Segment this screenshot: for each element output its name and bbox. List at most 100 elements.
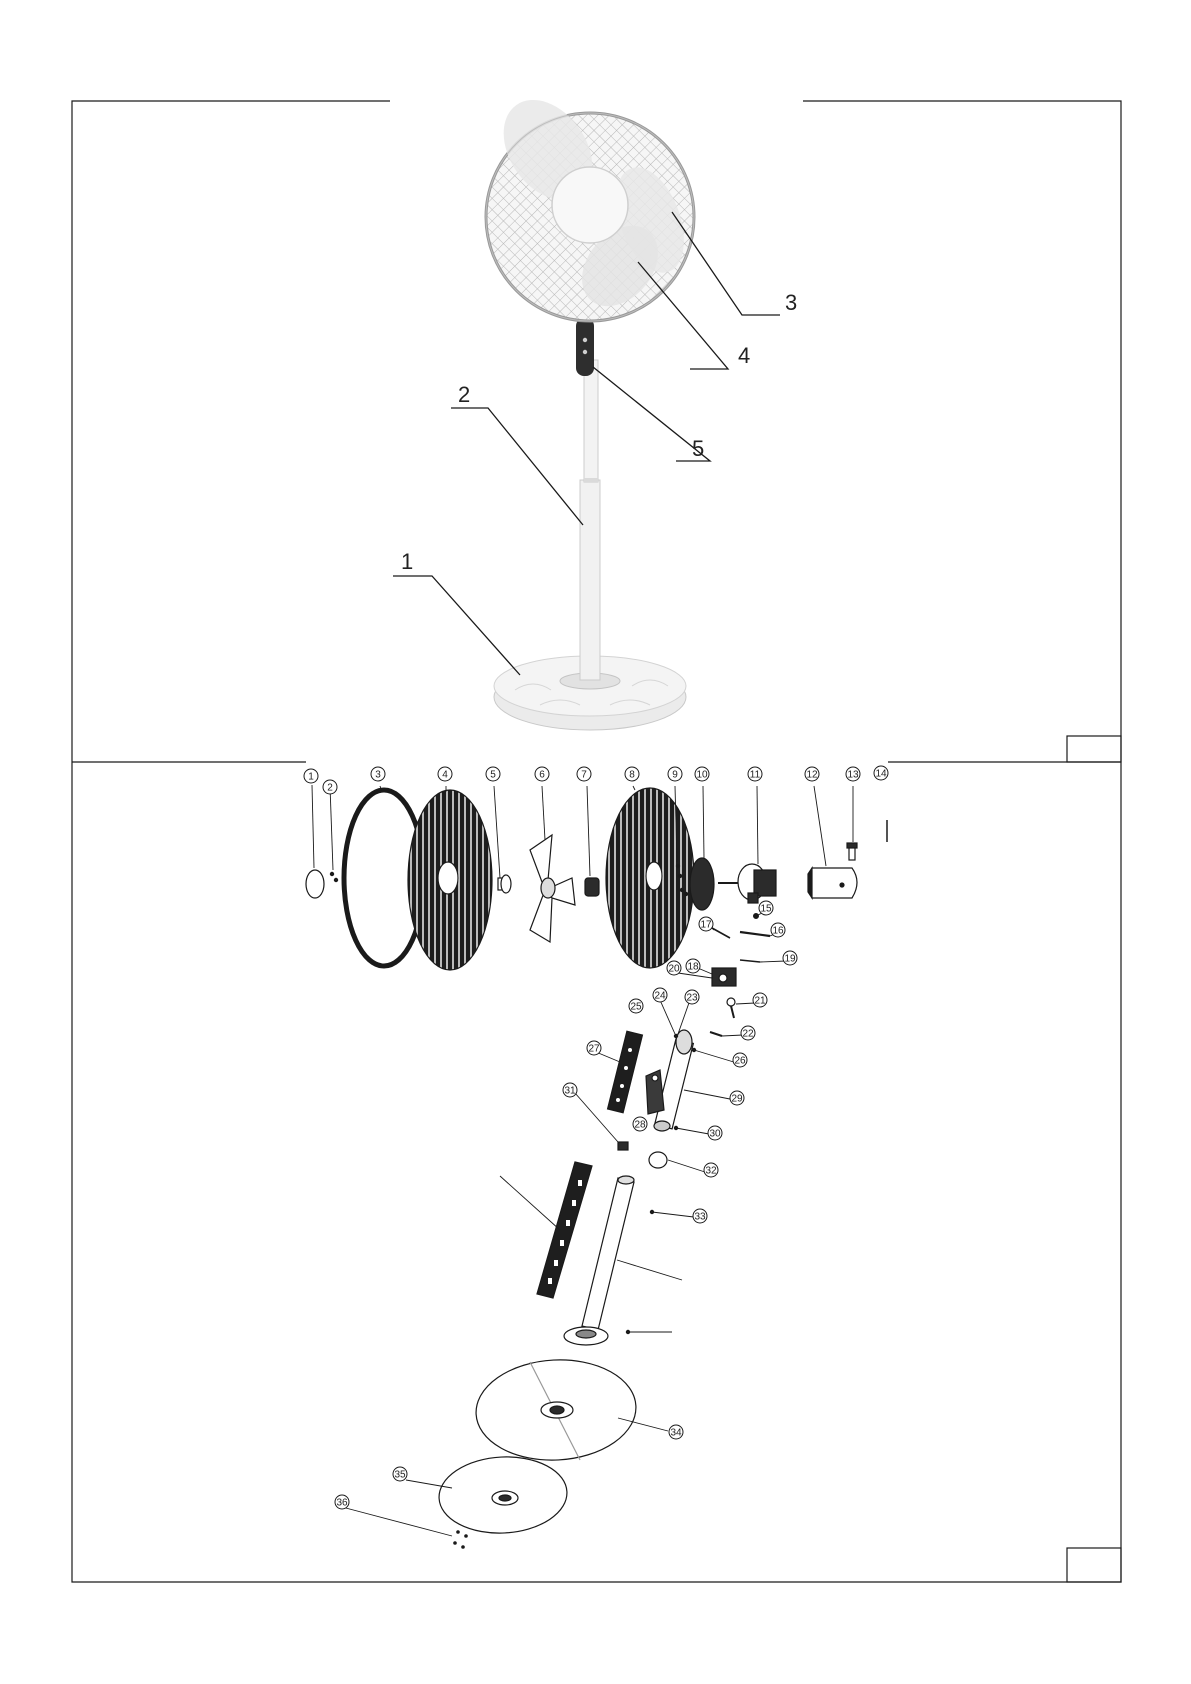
part-tag-label: 34 [670,1428,682,1439]
part-bolt-21 [727,998,735,1018]
part-tag-20: 20 [667,961,681,975]
part-tag-10: 10 [695,767,709,781]
part-tag-19: 19 [783,951,797,965]
part-16 [740,932,770,936]
part-tag-30: 30 [708,1126,722,1140]
callout-2: 2 [458,382,470,407]
part-nut [585,878,599,896]
callout-4: 4 [738,343,750,368]
part-tag-label: 7 [581,770,587,781]
part-bushing [649,1152,667,1168]
part-tag-label: 14 [875,769,887,780]
part-tag-4: 4 [438,767,452,781]
part-motor [718,864,776,903]
part-screws-2 [330,872,337,881]
part-22 [710,1032,722,1036]
part-tag-label: 13 [847,770,859,781]
part-decor-strip [537,1162,592,1298]
part-tag-32: 32 [704,1163,718,1177]
part-tag-16: 16 [771,923,785,937]
part-tag-label: 11 [750,770,761,781]
callout-1: 1 [401,549,413,574]
part-tag-label: 6 [539,770,545,781]
part-tag-label: 19 [784,954,796,965]
part-tag-label: 12 [806,770,818,781]
part-tag-25: 25 [629,999,643,1013]
part-tag-21: 21 [753,993,767,1007]
part-31 [618,1142,628,1150]
part-motor-front-cover [690,858,714,910]
part-tag-27: 27 [587,1041,601,1055]
part-control-pcb [608,1031,643,1112]
part-tag-8: 8 [625,767,639,781]
part-tag-label: 17 [700,920,712,931]
part-15 [754,914,759,919]
part-17 [712,928,730,938]
part-tag-33: 33 [693,1209,707,1223]
part-tag-label: 25 [630,1002,642,1013]
part-tag-14: 14 [874,766,888,780]
part-tag-label: 4 [442,770,448,781]
part-tag-label: 5 [490,770,496,781]
part-tag-label: 28 [634,1120,646,1131]
part-tag-13: 13 [846,767,860,781]
part-tag-24: 24 [653,988,667,1002]
part-tag-label: 33 [694,1212,706,1223]
part-19 [740,960,760,962]
part-tag-label: 24 [654,991,666,1002]
part-tag-12: 12 [805,767,819,781]
part-tag-3: 3 [371,767,385,781]
part-tag-36: 36 [335,1495,349,1509]
part-tag-31: 31 [563,1083,577,1097]
part-24 [674,1034,677,1037]
part-screws-36 [453,1530,468,1549]
part-tag-9: 9 [668,767,682,781]
assembled-fan-illustration [485,83,697,730]
part-rear-cover [808,868,857,898]
part-tag-22: 22 [741,1026,755,1040]
part-tag-label: 15 [760,904,772,915]
part-tag-label: 1 [308,772,314,783]
part-tag-label: 8 [629,770,635,781]
callout-5: 5 [692,436,704,461]
part-tag-2: 2 [323,780,337,794]
part-tag-18: 18 [686,959,700,973]
part-tag-label: 31 [564,1086,576,1097]
part-base-top [473,1356,638,1464]
part-tag-label: 26 [734,1056,746,1067]
part-tag-label: 18 [687,962,699,973]
part-badge [306,870,324,898]
part-tag-label: 27 [588,1044,600,1055]
page-frame [72,101,1121,1582]
part-tag-7: 7 [577,767,591,781]
part-tag-23: 23 [685,990,699,1004]
part-tag-28: 28 [633,1117,647,1131]
part-tag-label: 22 [742,1029,754,1040]
part-tag-label: 35 [394,1470,406,1481]
part-tag-label: 16 [772,926,784,937]
part-tag-29: 29 [730,1091,744,1105]
part-tag-label: 29 [731,1094,743,1105]
part-tag-17: 17 [699,917,713,931]
exploded-parts [306,788,887,1549]
part-tag-label: 30 [709,1129,721,1140]
part-tag-label: 2 [327,783,333,794]
part-tag-label: 23 [686,993,698,1004]
part-tag-label: 32 [705,1166,717,1177]
part-gearbox [712,968,736,986]
part-knob [847,843,857,860]
part-tag-11: 11 [748,767,762,781]
part-tag-15: 15 [759,901,773,915]
fan-control-panel [576,318,594,376]
fan-head [485,83,697,321]
part-tag-label: 3 [375,770,381,781]
part-tag-label: 36 [336,1498,348,1509]
part-tag-label: 20 [668,964,680,975]
part-tag-6: 6 [535,767,549,781]
part-front-grille [408,790,492,970]
part-bracket-23 [646,1070,664,1114]
part-tag-35: 35 [393,1467,407,1481]
callout-3: 3 [785,290,797,315]
part-tag-1: 1 [304,769,318,783]
